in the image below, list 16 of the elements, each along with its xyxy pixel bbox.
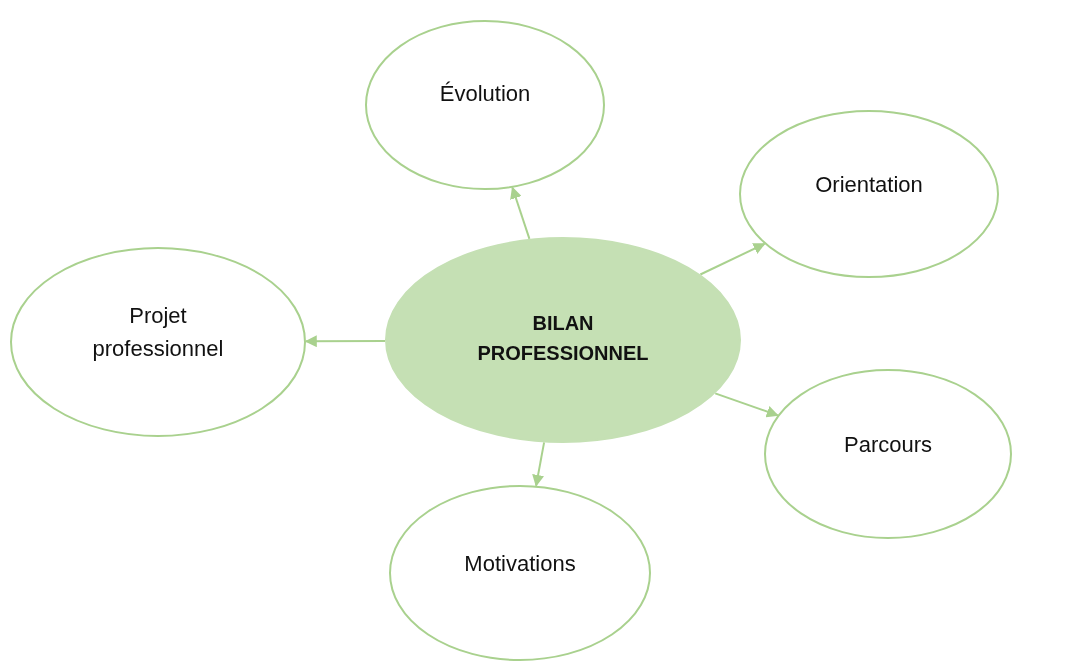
arrow [714,392,779,418]
node-label: BILAN PROFESSIONNEL [476,311,650,366]
node-label: Projet professionnel [91,302,225,363]
ellipse-node [10,247,306,437]
ellipse-node [385,237,741,443]
arrow [510,186,531,240]
ellipse-node [764,369,1012,539]
node-label: Motivations [464,549,576,578]
node-label: Parcours [843,430,932,459]
arrow [699,242,766,276]
ellipse-node [389,485,651,661]
node-label: Orientation [815,170,923,199]
node-label: Évolution [439,79,531,108]
arrow [532,441,546,487]
ellipse-node [739,110,999,278]
ellipse-node [365,20,605,190]
